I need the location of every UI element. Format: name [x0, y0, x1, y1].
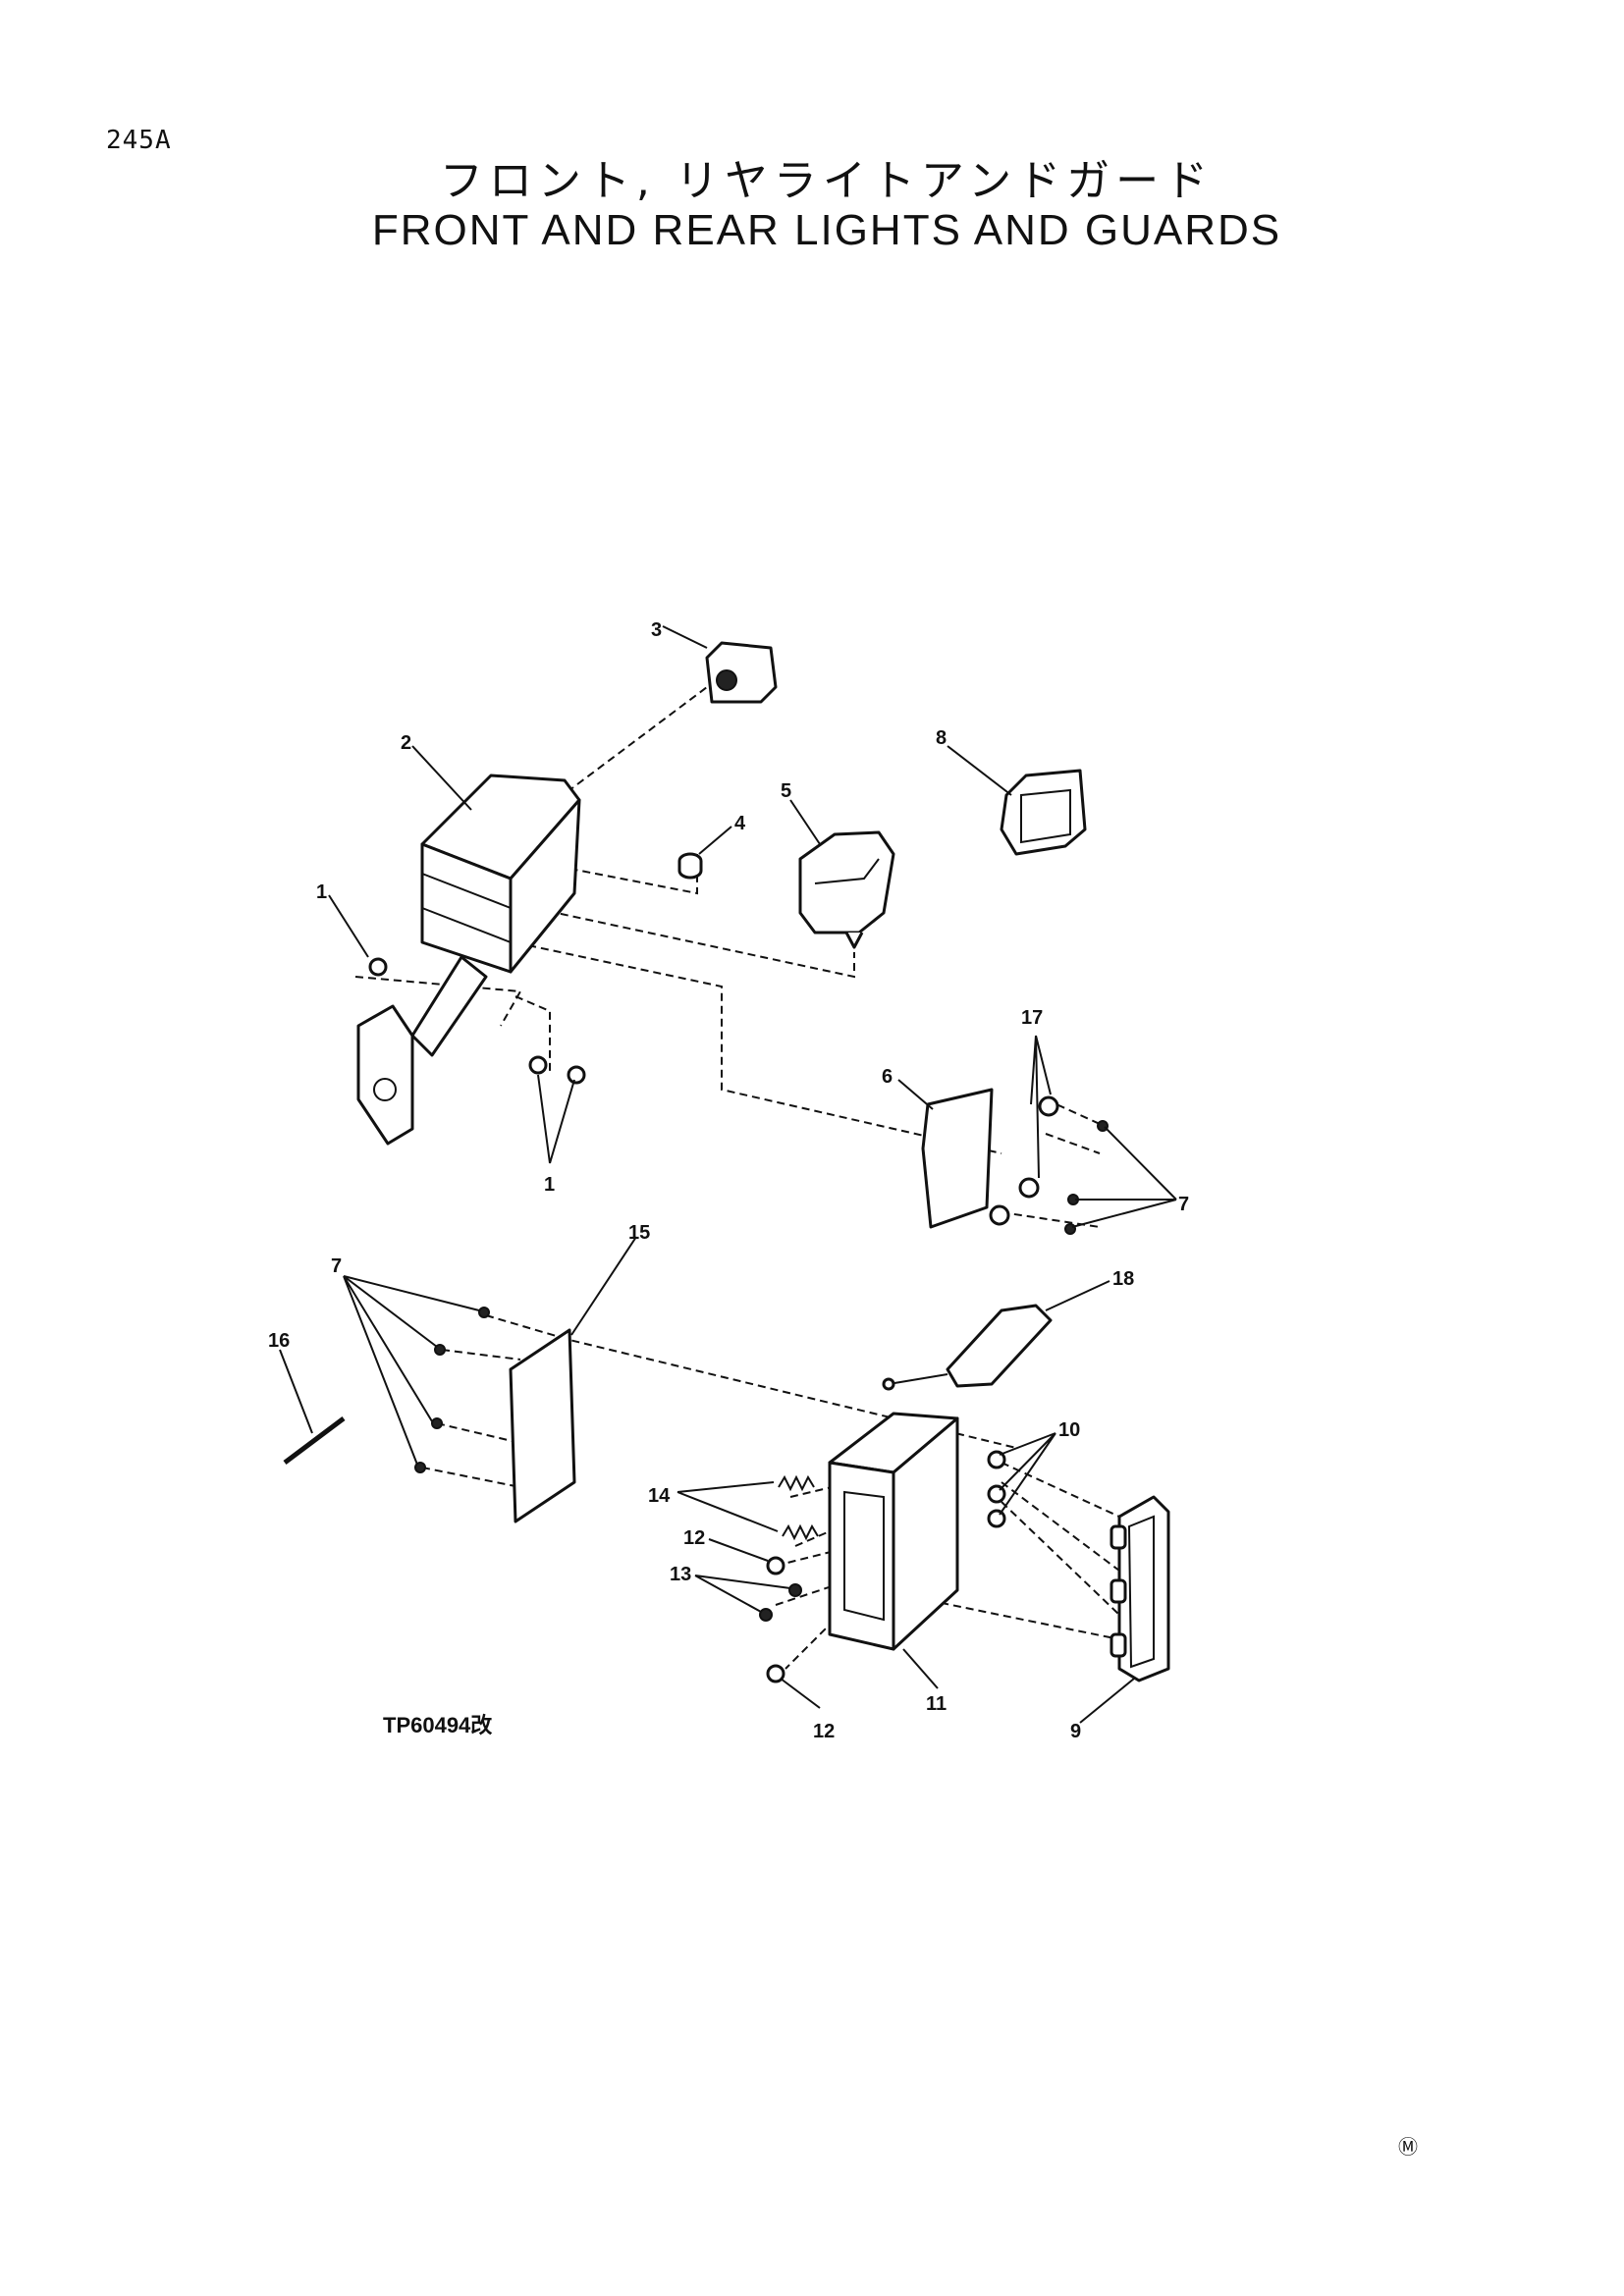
bolts-7-upper: [1064, 1120, 1109, 1235]
washers-17: [989, 1095, 1059, 1226]
callout-10: 10: [1058, 1419, 1080, 1441]
callout-4: 4: [734, 813, 746, 834]
callout-14: 14: [648, 1485, 671, 1507]
cab-lamp: [882, 1304, 1053, 1391]
callout-1-top: 1: [316, 881, 327, 903]
callout-12-top: 12: [683, 1527, 705, 1549]
callout-9: 9: [1070, 1721, 1081, 1742]
callout-6: 6: [882, 1066, 893, 1088]
callout-18: 18: [1112, 1268, 1134, 1290]
rear-light-frame: [828, 1412, 959, 1651]
callout-7-left: 7: [331, 1255, 342, 1277]
page-code: 245A: [106, 126, 172, 155]
springs-14: [778, 1474, 819, 1541]
callout-1-bottom: 1: [544, 1174, 555, 1196]
callout-2: 2: [401, 732, 411, 754]
callout-11: 11: [926, 1693, 947, 1715]
callout-13: 13: [670, 1564, 691, 1585]
rear-work-light: [1000, 769, 1087, 856]
figure-code: TP60494改: [383, 1713, 493, 1737]
washers-12: [766, 1556, 785, 1683]
rod: [283, 1416, 346, 1465]
bolts-7-lower: [414, 1307, 490, 1473]
callout-3: 3: [651, 619, 662, 641]
title-japanese: フロント, リヤライトアンドガード: [439, 156, 1215, 206]
mounting-plate: [921, 1088, 994, 1229]
callout-5: 5: [781, 780, 791, 802]
cover-plate: [509, 1328, 576, 1523]
grommet: [677, 852, 703, 880]
headlight: [798, 830, 895, 949]
callout-17: 17: [1021, 1007, 1043, 1029]
work-light-small: [705, 641, 778, 704]
rear-combination-lamp: [1110, 1495, 1170, 1682]
callout-12-bottom: 12: [813, 1721, 835, 1742]
callout-labels: 3 2 4 5 8 1 1 17 6 7 15 7 16 18 10 14 12…: [268, 619, 1189, 1742]
nuts-13: [759, 1583, 802, 1622]
washers-10: [987, 1450, 1006, 1528]
callout-7-right: 7: [1178, 1194, 1189, 1215]
leader-lines: [279, 625, 1177, 1724]
front-light-guard: [356, 774, 581, 1146]
callout-8: 8: [936, 727, 947, 749]
corner-mark: Ⓜ: [1398, 2135, 1418, 2159]
callout-16: 16: [268, 1330, 290, 1352]
bolts-1: [368, 957, 586, 1085]
title-english: FRONT AND REAR LIGHTS AND GUARDS: [371, 206, 1282, 254]
callout-15: 15: [628, 1222, 650, 1244]
